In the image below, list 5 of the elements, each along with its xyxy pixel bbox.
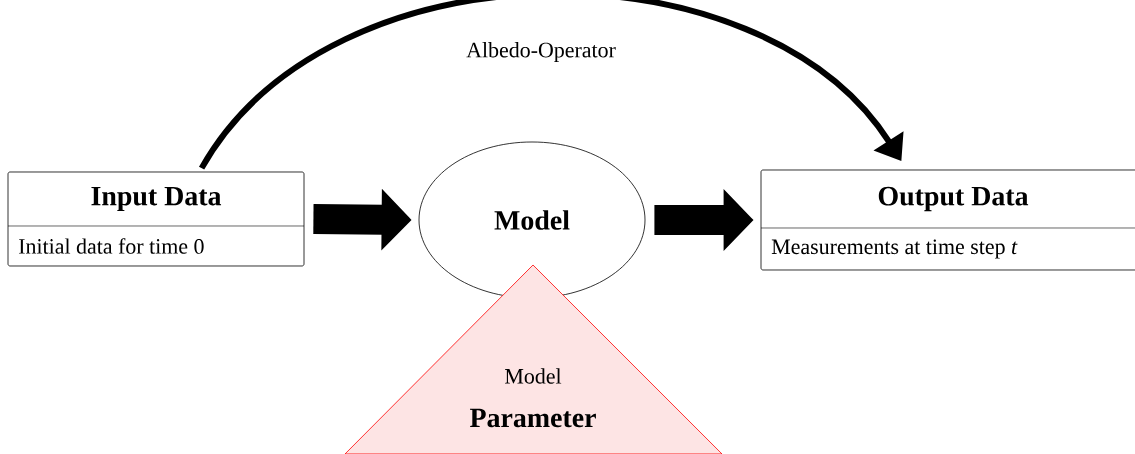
parameter-triangle: Model Parameter <box>344 264 723 454</box>
data-box: Input Data Initial data for time 0 <box>7 171 305 267</box>
edge-label: Albedo-Operator <box>466 42 616 62</box>
curved-arrow <box>199 0 904 170</box>
data-box: Output Data Measurements at time step t <box>760 169 1135 271</box>
